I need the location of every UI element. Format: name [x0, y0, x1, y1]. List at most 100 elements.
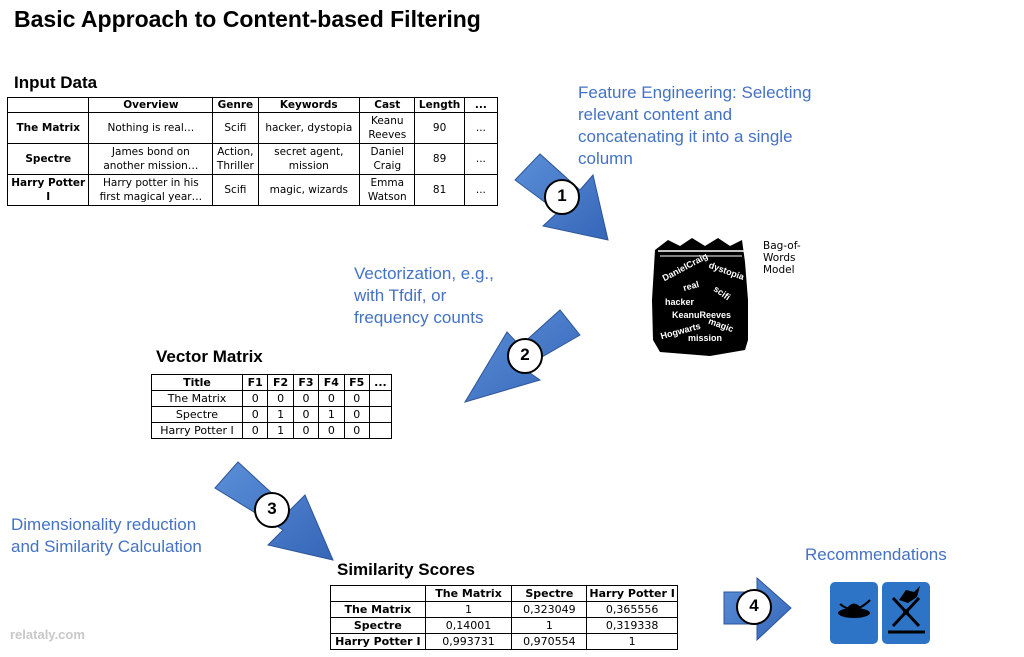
- table-row: Harry Potter I 0 1 0 0 0: [151, 422, 393, 439]
- table-cell: Emma Watson: [359, 174, 416, 206]
- row-title: The Matrix: [330, 601, 426, 618]
- column-header: [330, 585, 426, 602]
- column-header: The Matrix: [424, 585, 513, 602]
- column-header: Spectre: [511, 585, 588, 602]
- table-cell: 89: [414, 143, 465, 175]
- step3-text: Dimensionality reduction and Similarity …: [11, 515, 202, 556]
- table-cell: ...: [463, 143, 499, 175]
- table-cell: 0,970554: [511, 633, 588, 650]
- table-cell: 0: [292, 390, 320, 407]
- row-title: The Matrix: [6, 112, 90, 144]
- page-title: Basic Approach to Content-based Filterin…: [14, 6, 481, 32]
- table-row: The Matrix Nothing is real… Scifi hacker…: [6, 112, 499, 144]
- table-cell: 0: [343, 422, 370, 439]
- input-data-table: Overview Genre Keywords Cast Length ... …: [6, 97, 499, 206]
- table-cell: 1: [424, 601, 513, 618]
- column-header: F3: [292, 374, 320, 391]
- step3-circle: [254, 492, 290, 528]
- table-cell: magic, wizards: [257, 174, 361, 206]
- vector-matrix-table: Title F1 F2 F3 F4 F5 ... The Matrix 0 0 …: [151, 374, 393, 439]
- table-header-row: Title F1 F2 F3 F4 F5 ...: [151, 374, 393, 391]
- similarity-scores-heading: Similarity Scores: [337, 560, 475, 579]
- table-cell: 0,993731: [424, 633, 513, 650]
- step1-number: 1: [557, 186, 567, 205]
- table-cell: 0,365556: [586, 601, 678, 618]
- table-row: Harry Potter I Harry potter in his first…: [6, 174, 499, 206]
- table-cell: Harry potter in his first magical year…: [88, 174, 214, 206]
- table-cell: 1: [267, 422, 294, 439]
- table-cell: hacker, dystopia: [257, 112, 361, 144]
- table-cell: secret agent, mission: [257, 143, 361, 175]
- bag-word: hacker: [665, 297, 695, 307]
- table-cell: ...: [463, 174, 499, 206]
- table-cell: 1: [511, 617, 588, 634]
- table-cell: 0: [318, 422, 345, 439]
- table-cell: 0: [241, 422, 269, 439]
- table-cell: [368, 390, 393, 407]
- table-header-row: The Matrix Spectre Harry Potter I: [330, 585, 678, 602]
- table-cell: 90: [414, 112, 465, 144]
- step4-circle: [736, 589, 772, 625]
- table-cell: 81: [414, 174, 465, 206]
- table-cell: Daniel Craig: [359, 143, 416, 175]
- table-cell: Action, Thriller: [212, 143, 259, 175]
- table-cell: 0: [318, 390, 345, 407]
- column-header: F5: [343, 374, 370, 391]
- row-title: Spectre: [330, 617, 426, 634]
- table-cell: 0,14001: [424, 617, 513, 634]
- table-cell: Keanu Reeves: [359, 112, 416, 144]
- table-cell: 0: [241, 390, 269, 407]
- ufo-icon: [830, 582, 878, 644]
- row-title: Spectre: [151, 406, 243, 423]
- table-cell: 0: [292, 422, 320, 439]
- step1-text: Feature Engineering: Selecting relevant …: [578, 83, 812, 168]
- row-title: Harry Potter I: [330, 633, 426, 650]
- column-header: Length: [414, 97, 465, 113]
- table-cell: Scifi: [212, 112, 259, 144]
- similarity-scores-table: The Matrix Spectre Harry Potter I The Ma…: [330, 585, 678, 650]
- step2-circle: [507, 338, 543, 374]
- step3-number: 3: [267, 499, 277, 518]
- bag-word: mission: [688, 333, 723, 343]
- table-cell: 0,319338: [586, 617, 678, 634]
- table-cell: [368, 422, 393, 439]
- table-cell: Scifi: [212, 174, 259, 206]
- column-header: ...: [368, 374, 393, 391]
- watermark: relataly.com: [10, 627, 85, 642]
- step2-text: Vectorization, e.g., with Tfdif, or freq…: [354, 264, 494, 327]
- table-cell: ...: [463, 112, 499, 144]
- table-cell: 0: [343, 390, 370, 407]
- table-cell: 1: [586, 633, 678, 650]
- table-cell: 0: [343, 406, 370, 423]
- row-title: The Matrix: [151, 390, 243, 407]
- step2-number: 2: [520, 345, 530, 364]
- bag-of-words-label: Bag-of-Words Model: [763, 240, 801, 276]
- table-cell: 0: [241, 406, 269, 423]
- column-header: Title: [151, 374, 243, 391]
- column-header: Cast: [359, 97, 416, 113]
- vector-matrix-heading: Vector Matrix: [156, 347, 263, 366]
- table-cell: 1: [318, 406, 345, 423]
- step1-circle: [544, 179, 580, 215]
- step4-text: Recommendations: [805, 545, 947, 564]
- column-header: F4: [318, 374, 345, 391]
- input-data-heading: Input Data: [14, 73, 98, 92]
- bag-word: KeanuReeves: [672, 310, 732, 320]
- dragon-swords-icon: [882, 582, 930, 644]
- row-title: Spectre: [6, 143, 90, 175]
- step4-number: 4: [749, 596, 759, 615]
- table-row: Spectre 0,14001 1 0,319338: [330, 617, 678, 634]
- bag-of-words-icon: [652, 238, 748, 356]
- row-title: Harry Potter I: [6, 174, 90, 206]
- table-header-row: Overview Genre Keywords Cast Length ...: [6, 97, 499, 113]
- table-cell: 0: [267, 390, 294, 407]
- table-cell: 0: [292, 406, 320, 423]
- table-row: The Matrix 0 0 0 0 0: [151, 390, 393, 407]
- row-title: Harry Potter I: [151, 422, 243, 439]
- column-header: ...: [463, 97, 499, 113]
- table-cell: 1: [267, 406, 294, 423]
- table-cell: 0,323049: [511, 601, 588, 618]
- table-row: Spectre 0 1 0 1 0: [151, 406, 393, 423]
- table-cell: [368, 406, 393, 423]
